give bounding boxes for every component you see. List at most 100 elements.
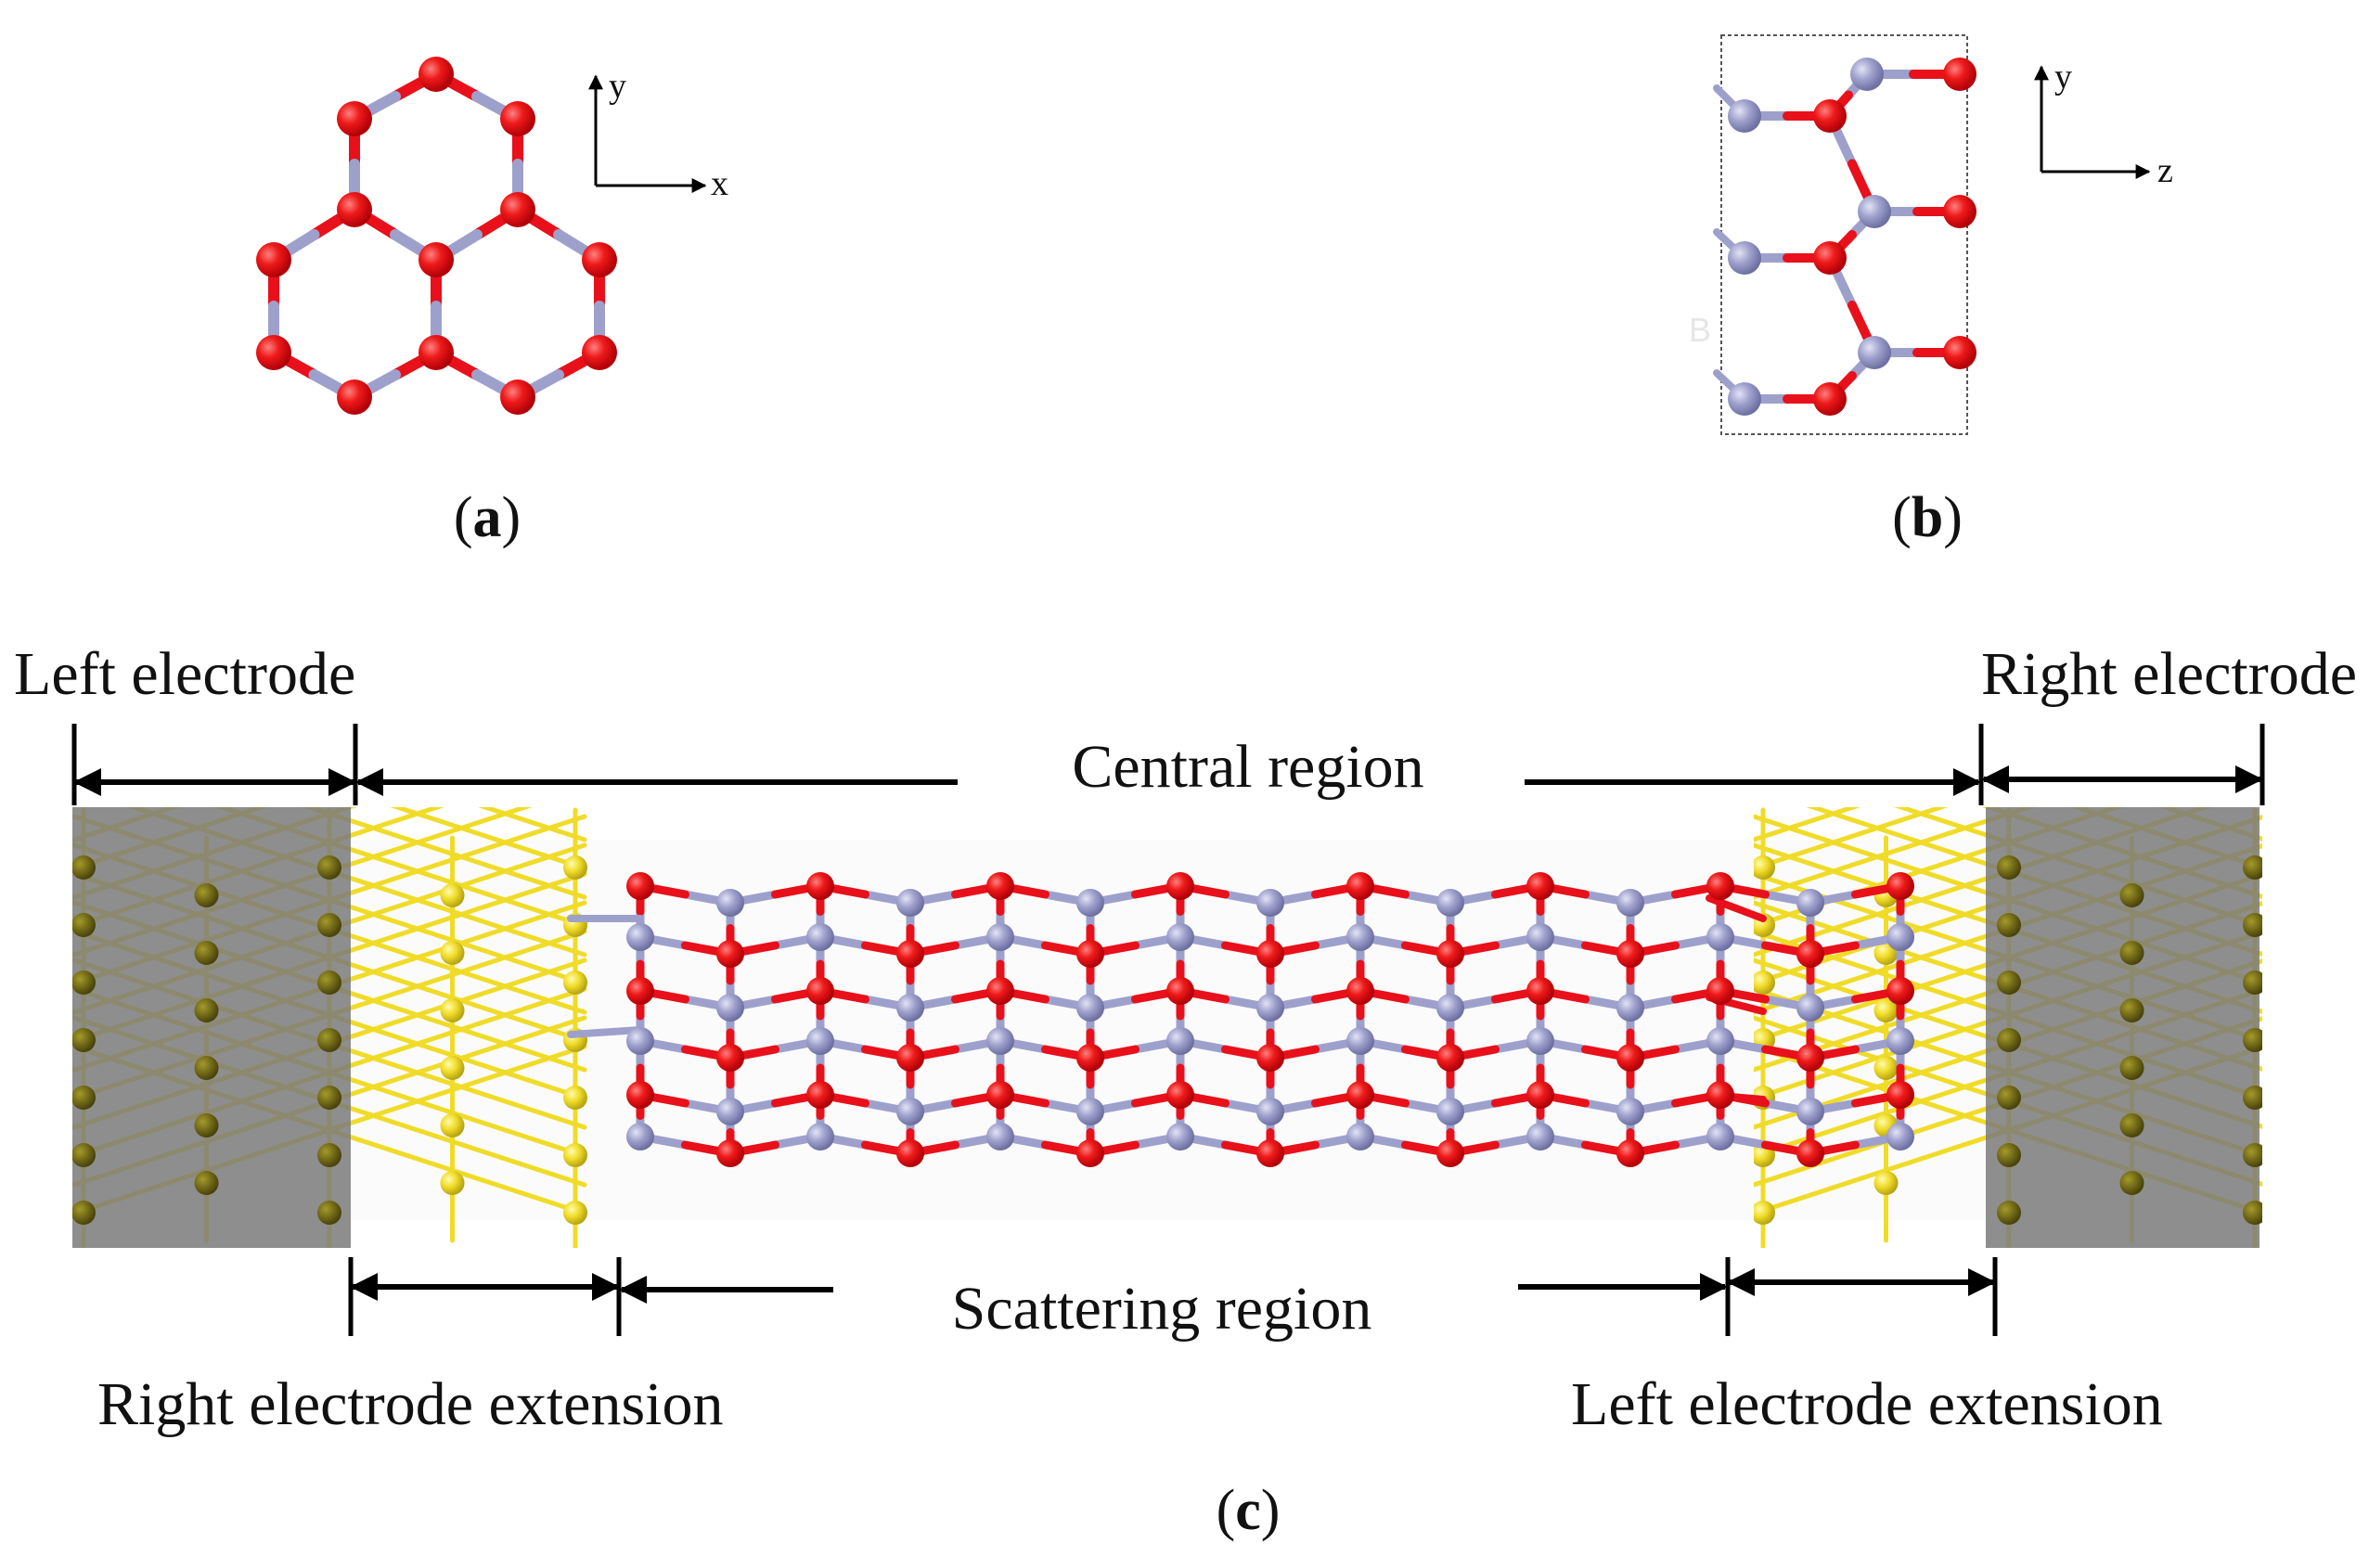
- top-dimension-arrows: [71, 724, 2265, 805]
- gold-atom-electrode: [2119, 941, 2144, 965]
- oxygen-atom: [500, 101, 535, 136]
- gold-atom: [440, 1113, 465, 1137]
- oxygen-atom: [626, 872, 654, 900]
- oxygen-atom: [418, 335, 454, 370]
- gold-atom-electrode: [317, 1143, 341, 1167]
- oxygen-atom: [1706, 977, 1734, 1005]
- boron-atom: [1728, 241, 1761, 275]
- gold-atom-electrode: [72, 970, 96, 995]
- left-gold-lattice: [72, 807, 587, 1248]
- oxygen-atom: [1616, 1044, 1644, 1072]
- boron-atom: [896, 994, 924, 1022]
- panel-a: y x (a): [256, 57, 728, 549]
- gold-atom: [563, 1143, 587, 1167]
- boron-atom: [1256, 1098, 1284, 1125]
- oxygen-atom: [256, 242, 291, 277]
- central-region-label: Central region: [1072, 733, 1423, 801]
- boron-atom: [1526, 1027, 1554, 1055]
- oxygen-atom: [1346, 1081, 1374, 1109]
- gold-atom-electrode: [2119, 1056, 2144, 1080]
- right-electrode-label: Right electrode: [1981, 640, 2357, 708]
- gold-atom: [440, 941, 465, 965]
- gold-bond: [478, 807, 587, 842]
- gold-atom-electrode: [2243, 1028, 2262, 1052]
- boron-atom: [986, 1123, 1014, 1150]
- boron-atom: [1858, 195, 1891, 228]
- gold-atom-electrode: [1997, 913, 2021, 937]
- gold-atom-electrode: [194, 941, 219, 965]
- oxygen-atom: [986, 872, 1014, 900]
- gold-atom: [563, 970, 587, 995]
- boron-atom: [1796, 889, 1824, 917]
- gold-bond: [1754, 807, 1949, 871]
- oxygen-atom: [716, 1044, 744, 1072]
- boron-atom: [986, 923, 1014, 951]
- caption-c: (c): [1217, 1479, 1281, 1542]
- oxygen-atom: [418, 242, 454, 277]
- gold-atom-electrode: [2243, 855, 2262, 880]
- gold-atom-electrode: [2243, 1086, 2262, 1110]
- gold-atom: [563, 1201, 587, 1225]
- boron-atom: [626, 1027, 654, 1055]
- boron-atom: [1886, 1027, 1914, 1055]
- oxygen-atom: [1796, 940, 1824, 968]
- gold-atom-electrode: [317, 1201, 341, 1225]
- gold-atom-electrode: [1997, 1143, 2021, 1167]
- oxygen-atom: [1886, 1081, 1914, 1109]
- gold-atom-electrode: [194, 883, 219, 907]
- oxygen-atom: [1706, 872, 1734, 900]
- oxygen-atom: [1436, 940, 1464, 968]
- oxygen-atom: [716, 940, 744, 968]
- gold-atom-electrode: [2243, 913, 2262, 937]
- boron-atom: [1796, 1098, 1824, 1125]
- oxygen-atom: [1166, 977, 1194, 1005]
- oxygen-atom: [1943, 336, 1976, 369]
- caption-a: (a): [454, 486, 521, 549]
- boron-atom: [1346, 1123, 1374, 1150]
- gold-atom-electrode: [2243, 970, 2262, 995]
- oxygen-atom: [1526, 1081, 1554, 1109]
- gold-atom-electrode: [72, 1143, 96, 1167]
- boron-atom: [1436, 1098, 1464, 1125]
- oxygen-atom: [1796, 1044, 1824, 1072]
- boron-atom: [1706, 1027, 1734, 1055]
- boron-atom: [896, 889, 924, 917]
- oxygen-atom: [1943, 195, 1976, 228]
- oxygen-atom: [806, 977, 834, 1005]
- caption-b: (b): [1892, 486, 1963, 549]
- panel-b: B y z (b): [1689, 34, 2173, 549]
- boron-atom: [1858, 336, 1891, 369]
- oxygen-atom: [1346, 977, 1374, 1005]
- oxygen-atom: [1076, 940, 1104, 968]
- gold-atom-electrode: [72, 1028, 96, 1052]
- oxygen-atom: [626, 977, 654, 1005]
- boron-atom: [806, 1027, 834, 1055]
- oxygen-atom: [500, 379, 535, 415]
- right-gold-lattice: [1754, 807, 2262, 1248]
- oxygen-atom: [1436, 1139, 1464, 1167]
- oxygen-atom: [337, 101, 372, 136]
- bottom-dimension-arrows: [348, 1257, 1998, 1336]
- gold-atom-electrode: [317, 855, 341, 880]
- oxygen-atom: [896, 940, 924, 968]
- gold-atom-electrode: [2243, 1201, 2262, 1225]
- oxygen-atom: [716, 1139, 744, 1167]
- gold-atom: [440, 998, 465, 1022]
- honeycomb-top-view: [256, 57, 617, 415]
- boron-atom: [1346, 923, 1374, 951]
- boron-atom: [716, 1098, 744, 1125]
- boron-atom: [1166, 1027, 1194, 1055]
- gold-atom-electrode: [1997, 970, 2021, 995]
- scattering-region-label: Scattering region: [952, 1275, 1372, 1343]
- side-view-structure: [1713, 58, 1976, 416]
- molecular-chain: [567, 872, 1914, 1167]
- boron-atom: [716, 994, 744, 1022]
- boron-atom: [1256, 889, 1284, 917]
- oxygen-atom: [418, 57, 454, 92]
- boron-atom: [806, 1123, 834, 1150]
- boron-atom: [1796, 994, 1824, 1022]
- electrode-shade: [1986, 807, 2260, 1248]
- oxygen-atom: [1256, 1044, 1284, 1072]
- oxygen-atom: [582, 335, 617, 370]
